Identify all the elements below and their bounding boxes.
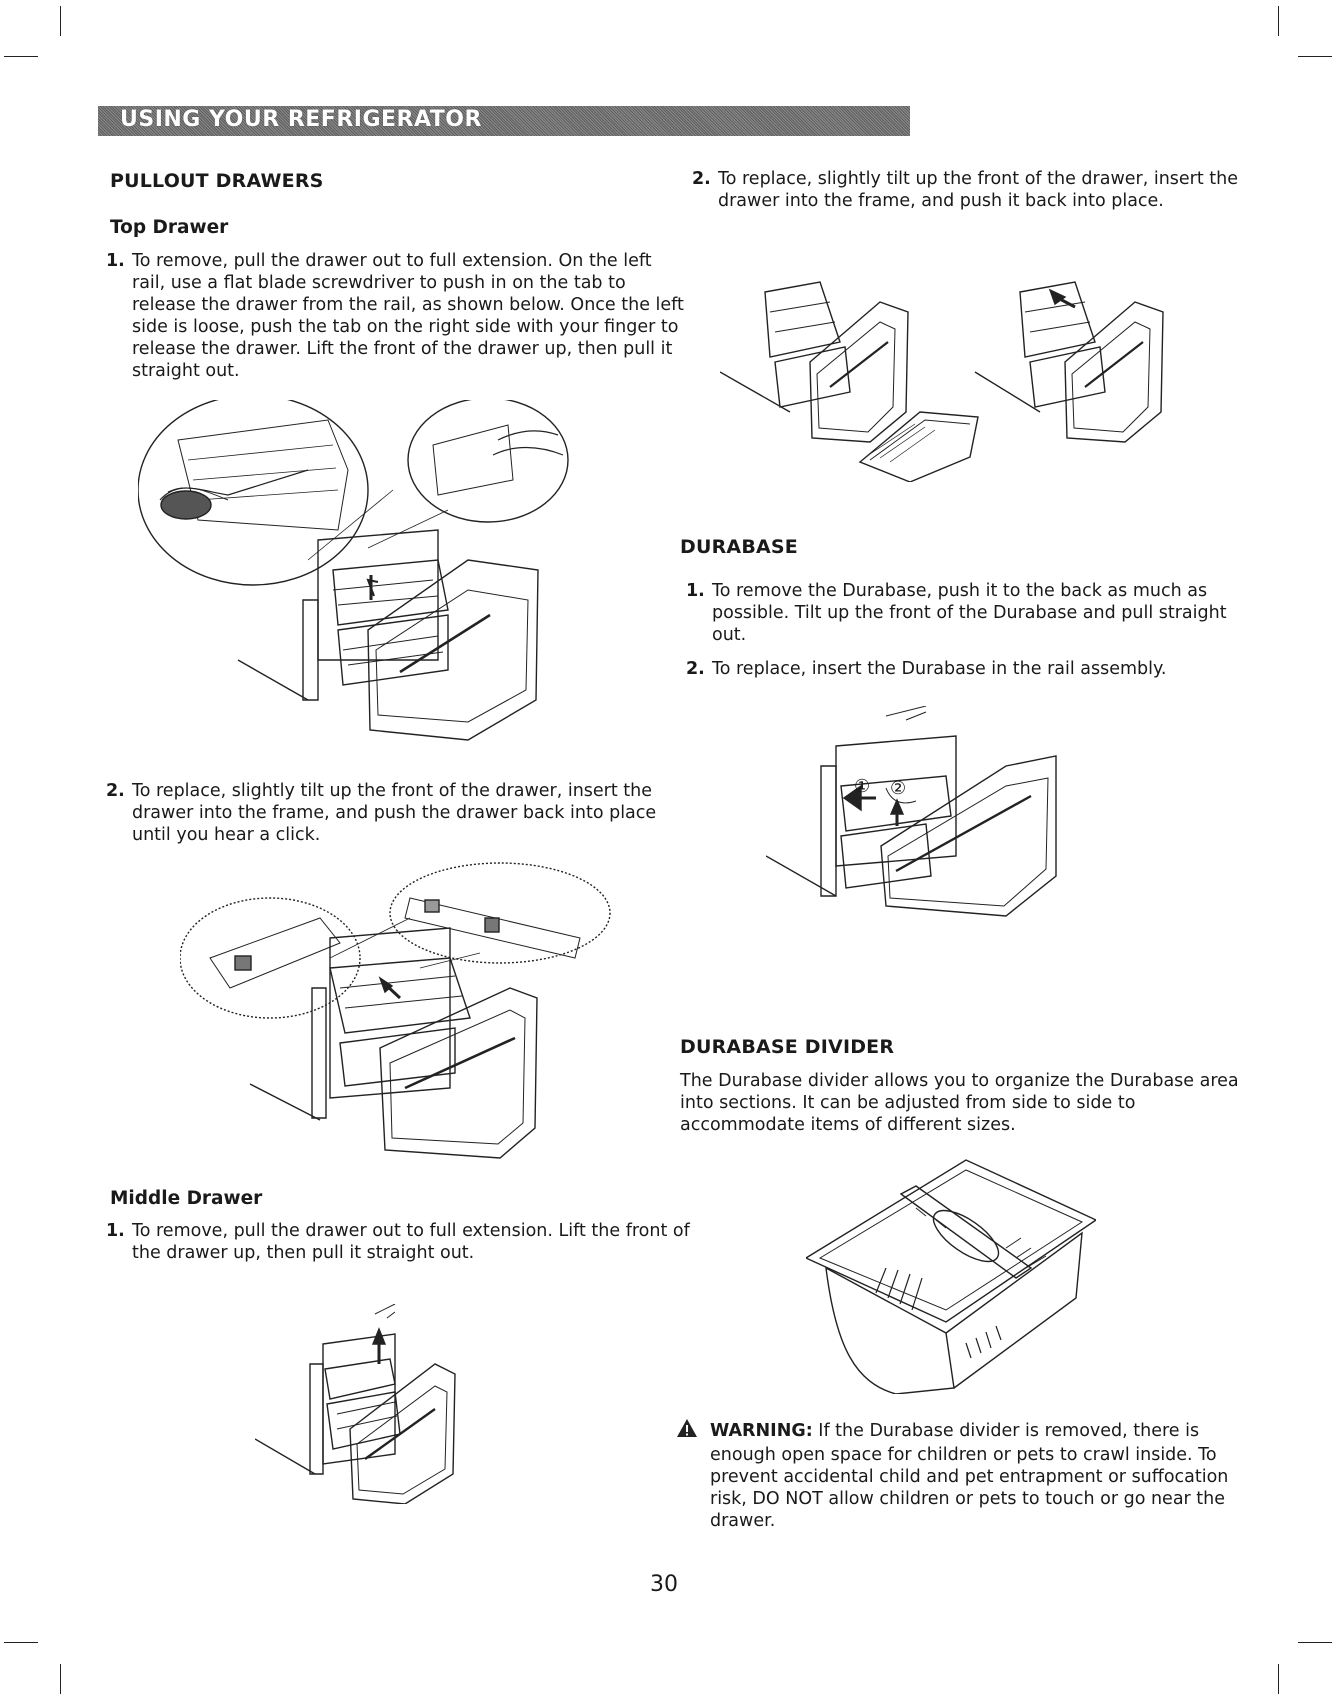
crop-mark [60, 1664, 61, 1694]
warning-label: WARNING: [710, 1421, 813, 1441]
top-drawer-step-1: 1. To remove, pull the drawer out to full… [106, 250, 684, 382]
durabase-step-1: 1. To remove the Durabase, push it to the… [686, 580, 1262, 646]
step-text: To replace, slightly tilt up the front o… [132, 781, 657, 845]
crop-mark [1278, 1664, 1279, 1694]
step-number: 2. [106, 781, 125, 801]
durabase-divider-text: The Durabase divider allows you to organ… [680, 1071, 1239, 1135]
section-header-bar: USING YOUR REFRIGERATOR [98, 106, 910, 136]
section-title: USING YOUR REFRIGERATOR [120, 107, 482, 132]
step-number: 1. [106, 1221, 125, 1241]
durabase-illustration: ① ② [766, 706, 1066, 950]
crop-mark [1278, 6, 1279, 36]
step-number: 2. [692, 169, 711, 189]
callout-2: ② [890, 778, 907, 799]
crop-mark [60, 6, 61, 36]
step-text: To remove, pull the drawer out to full e… [132, 251, 684, 381]
top-drawer-heading: Top Drawer [110, 217, 229, 238]
durabase-divider-illustration [806, 1158, 1096, 1394]
middle-drawer-step-1: 1. To remove, pull the drawer out to full… [106, 1220, 692, 1264]
crop-mark [4, 56, 38, 57]
step-text: To remove the Durabase, push it to the b… [712, 581, 1227, 645]
middle-drawer-removal-illustration [255, 1304, 505, 1504]
warning-block: WARNING: If the Durabase divider is remo… [676, 1418, 1270, 1532]
step-number: 2. [686, 659, 705, 679]
top-drawer-removal-illustration [138, 400, 618, 760]
page-number: 30 [650, 1572, 678, 1597]
middle-drawer-replace-illustration [720, 262, 1210, 482]
step-text: To remove, pull the drawer out to full e… [132, 1221, 690, 1263]
durabase-step-2: 2. To replace, insert the Durabase in the… [686, 658, 1262, 680]
crop-mark [4, 1642, 38, 1643]
middle-drawer-step-2: 2. To replace, slightly tilt up the front… [692, 168, 1266, 212]
durabase-divider-heading: DURABASE DIVIDER [680, 1036, 895, 1058]
callout-1: ① [854, 776, 871, 797]
durabase-heading: DURABASE [680, 536, 798, 558]
warning-text: If the Durabase divider is removed, ther… [710, 1421, 1229, 1531]
step-number: 1. [686, 581, 705, 601]
step-text: To replace, insert the Durabase in the r… [712, 659, 1167, 679]
crop-mark [1298, 1642, 1332, 1643]
top-drawer-replace-illustration [180, 858, 620, 1178]
step-text: To replace, slightly tilt up the front o… [718, 169, 1239, 211]
middle-drawer-heading: Middle Drawer [110, 1188, 263, 1209]
step-number: 1. [106, 251, 125, 271]
warning-triangle-icon [676, 1418, 710, 1444]
pullout-drawers-heading: PULLOUT DRAWERS [110, 170, 324, 192]
top-drawer-step-2: 2. To replace, slightly tilt up the front… [106, 780, 690, 846]
crop-mark [1298, 56, 1332, 57]
